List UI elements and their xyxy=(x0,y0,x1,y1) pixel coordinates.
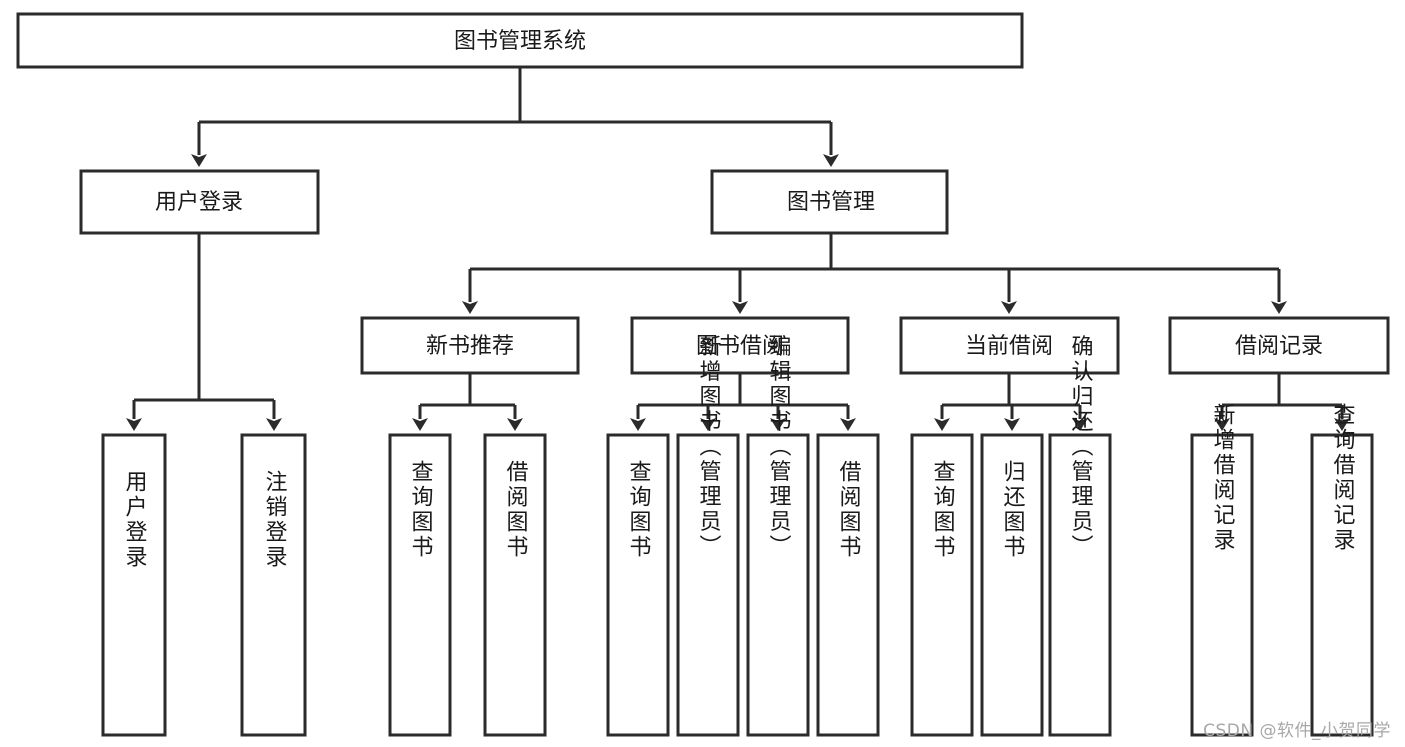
leaf-bb-borrow-book-box[interactable] xyxy=(816,433,880,737)
leaf-bb-add-book-label: 新增图书（管理员） xyxy=(696,335,722,560)
leaf-nbr-borrow-book-label: 借阅图书 xyxy=(503,460,529,560)
leaf-cb-query-book[interactable]: 查询图书 xyxy=(910,433,974,737)
leaf-nbr-query-book-box[interactable] xyxy=(388,433,452,737)
edges-user-login-to-leaves xyxy=(126,233,282,431)
leaf-cb-confirm-return-box[interactable] xyxy=(1048,433,1112,737)
leaf-br-query-record[interactable]: 查询借阅记录 xyxy=(1310,403,1374,737)
node-user-login[interactable]: 用户登录 xyxy=(79,169,320,235)
node-book-borrow-label: 图书借阅 xyxy=(696,334,784,359)
leaf-br-query-record-box[interactable] xyxy=(1310,433,1374,737)
edges-borrow-records-to-leaves xyxy=(1214,373,1350,431)
leaf-nbr-borrow-book[interactable]: 借阅图书 xyxy=(483,433,547,737)
leaf-user-login[interactable]: 用户登录 xyxy=(101,433,167,737)
leaf-bb-add-book-box[interactable] xyxy=(676,433,740,737)
leaf-cb-return-book-box[interactable] xyxy=(980,433,1044,737)
node-new-book-recommend-label: 新书推荐 xyxy=(426,334,514,359)
leaf-cb-return-book-label: 归还图书 xyxy=(1000,460,1026,560)
node-current-borrow-label: 当前借阅 xyxy=(965,334,1053,359)
leaf-br-query-record-label: 查询借阅记录 xyxy=(1330,403,1356,553)
leaf-logout-box[interactable] xyxy=(240,433,307,737)
leaf-bb-edit-book-box[interactable] xyxy=(746,433,810,737)
node-borrow-records[interactable]: 借阅记录 xyxy=(1168,316,1390,375)
node-root-system[interactable]: 图书管理系统 xyxy=(16,12,1024,69)
node-borrow-records-box[interactable] xyxy=(1168,316,1390,375)
edges-new-book-recommend-to-leaves xyxy=(412,373,523,431)
node-book-management-label: 图书管理 xyxy=(787,190,875,215)
csdn-watermark: CSDN @软件_小贺同学 xyxy=(1203,721,1391,741)
node-borrow-records-label: 借阅记录 xyxy=(1235,334,1323,359)
node-book-borrow[interactable]: 图书借阅 xyxy=(630,316,850,375)
node-book-management[interactable]: 图书管理 xyxy=(710,169,949,235)
leaf-cb-query-book-label: 查询图书 xyxy=(930,460,956,560)
node-user-login-box[interactable] xyxy=(79,169,320,235)
leaf-bb-edit-book[interactable]: 编辑图书（管理员） xyxy=(746,335,810,737)
leaf-cb-return-book[interactable]: 归还图书 xyxy=(980,433,1044,737)
leaf-br-add-record-box[interactable] xyxy=(1190,433,1254,737)
leaf-bb-borrow-book[interactable]: 借阅图书 xyxy=(816,433,880,737)
node-new-book-recommend-box[interactable] xyxy=(360,316,580,375)
leaf-bb-add-book[interactable]: 新增图书（管理员） xyxy=(676,335,740,737)
leaf-logout[interactable]: 注销登录 xyxy=(240,433,307,737)
leaf-cb-confirm-return-label: 确认归还（管理员） xyxy=(1068,335,1094,560)
edges-current-borrow-to-leaves xyxy=(934,373,1088,431)
leaf-bb-borrow-book-label: 借阅图书 xyxy=(836,460,862,560)
leaf-nbr-borrow-book-box[interactable] xyxy=(483,433,547,737)
node-book-management-box[interactable] xyxy=(710,169,949,235)
leaf-cb-query-book-box[interactable] xyxy=(910,433,974,737)
leaf-br-add-record-label: 新增借阅记录 xyxy=(1210,403,1236,553)
node-current-borrow[interactable]: 当前借阅 xyxy=(899,316,1120,375)
edges-book-borrow-to-leaves xyxy=(630,373,856,431)
leaf-user-login-label: 用户登录 xyxy=(122,470,148,570)
node-new-book-recommend[interactable]: 新书推荐 xyxy=(360,316,580,375)
node-root-box[interactable] xyxy=(16,12,1024,69)
node-current-borrow-box[interactable] xyxy=(899,316,1120,375)
leaf-nbr-query-book[interactable]: 查询图书 xyxy=(388,433,452,737)
leaf-bb-query-book-box[interactable] xyxy=(606,433,670,737)
leaf-bb-query-book[interactable]: 查询图书 xyxy=(606,433,670,737)
edges-book-manage-to-level3 xyxy=(462,233,1287,314)
node-user-login-label: 用户登录 xyxy=(155,190,243,215)
leaf-user-login-box[interactable] xyxy=(101,433,167,737)
node-root-label: 图书管理系统 xyxy=(454,29,586,54)
leaf-nbr-query-book-label: 查询图书 xyxy=(408,460,434,560)
node-book-borrow-box[interactable] xyxy=(630,316,850,375)
leaf-bb-query-book-label: 查询图书 xyxy=(626,460,652,560)
edges-root-to-level2 xyxy=(191,67,839,167)
leaf-cb-confirm-return[interactable]: 确认归还（管理员） xyxy=(1048,335,1112,737)
leaf-br-add-record[interactable]: 新增借阅记录 xyxy=(1190,403,1254,737)
leaf-logout-label: 注销登录 xyxy=(262,470,288,570)
leaf-bb-edit-book-label: 编辑图书（管理员） xyxy=(766,335,792,560)
